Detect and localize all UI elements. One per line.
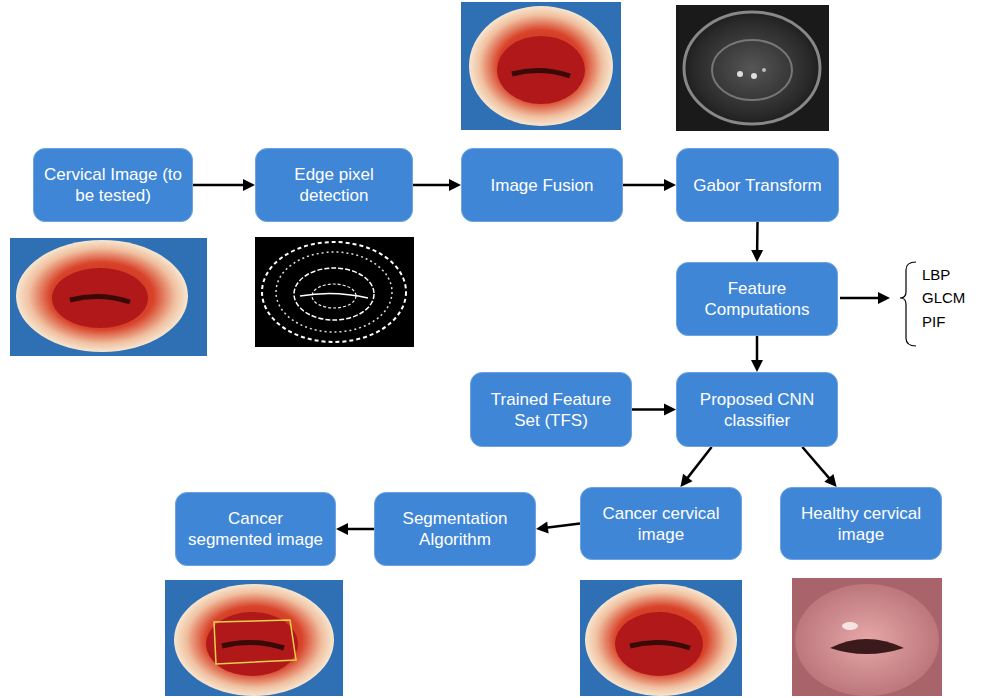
process-box: Healthy cervical image bbox=[780, 487, 942, 560]
box-label: Cervical Image (to be tested) bbox=[42, 164, 184, 206]
process-box: Cervical Image (to be tested) bbox=[33, 148, 193, 222]
flow-arrow bbox=[413, 179, 461, 191]
process-box: Gabor Transform bbox=[676, 148, 839, 222]
process-box: Proposed CNN classifier bbox=[676, 372, 838, 447]
edge-map bbox=[255, 237, 414, 347]
box-label: Feature Computations bbox=[685, 278, 829, 320]
box-label: Cancer cervical image bbox=[589, 503, 733, 545]
flow-arrow bbox=[336, 523, 374, 535]
feature-name: PIF bbox=[922, 313, 945, 331]
box-label: Cancer segmented image bbox=[184, 508, 327, 550]
flow-arrow bbox=[536, 522, 580, 534]
box-label: Segmentation Algorithm bbox=[383, 508, 527, 550]
gabor-output bbox=[676, 5, 829, 131]
feature-name: GLCM bbox=[922, 289, 965, 307]
box-label: Gabor Transform bbox=[693, 175, 822, 196]
process-box: Edge pixel detection bbox=[255, 148, 413, 222]
box-label: Proposed CNN classifier bbox=[685, 389, 829, 431]
flow-arrow bbox=[751, 222, 763, 262]
feature-name: LBP bbox=[922, 266, 950, 284]
segmented-photo bbox=[165, 580, 343, 696]
cervical-photo bbox=[10, 238, 207, 356]
flow-arrow bbox=[632, 404, 676, 416]
process-box: Cancer cervical image bbox=[580, 487, 742, 560]
box-label: Edge pixel detection bbox=[264, 164, 404, 206]
bracket bbox=[840, 262, 916, 346]
healthy-photo bbox=[792, 578, 942, 696]
fused-photo bbox=[461, 2, 621, 130]
process-box: Cancer segmented image bbox=[175, 492, 336, 566]
box-label: Trained Feature Set (TFS) bbox=[479, 389, 623, 431]
box-label: Image Fusion bbox=[491, 175, 594, 196]
process-box: Feature Computations bbox=[676, 262, 838, 336]
flow-arrow bbox=[623, 179, 676, 191]
flow-arrow bbox=[193, 179, 255, 191]
process-box: Trained Feature Set (TFS) bbox=[470, 372, 632, 447]
process-box: Segmentation Algorithm bbox=[374, 492, 536, 566]
flow-arrow bbox=[802, 447, 836, 487]
box-label: Healthy cervical image bbox=[789, 503, 933, 545]
flow-arrow bbox=[751, 336, 763, 372]
flow-arrow bbox=[680, 447, 711, 487]
cancer-photo bbox=[580, 580, 742, 696]
process-box: Image Fusion bbox=[461, 148, 623, 222]
